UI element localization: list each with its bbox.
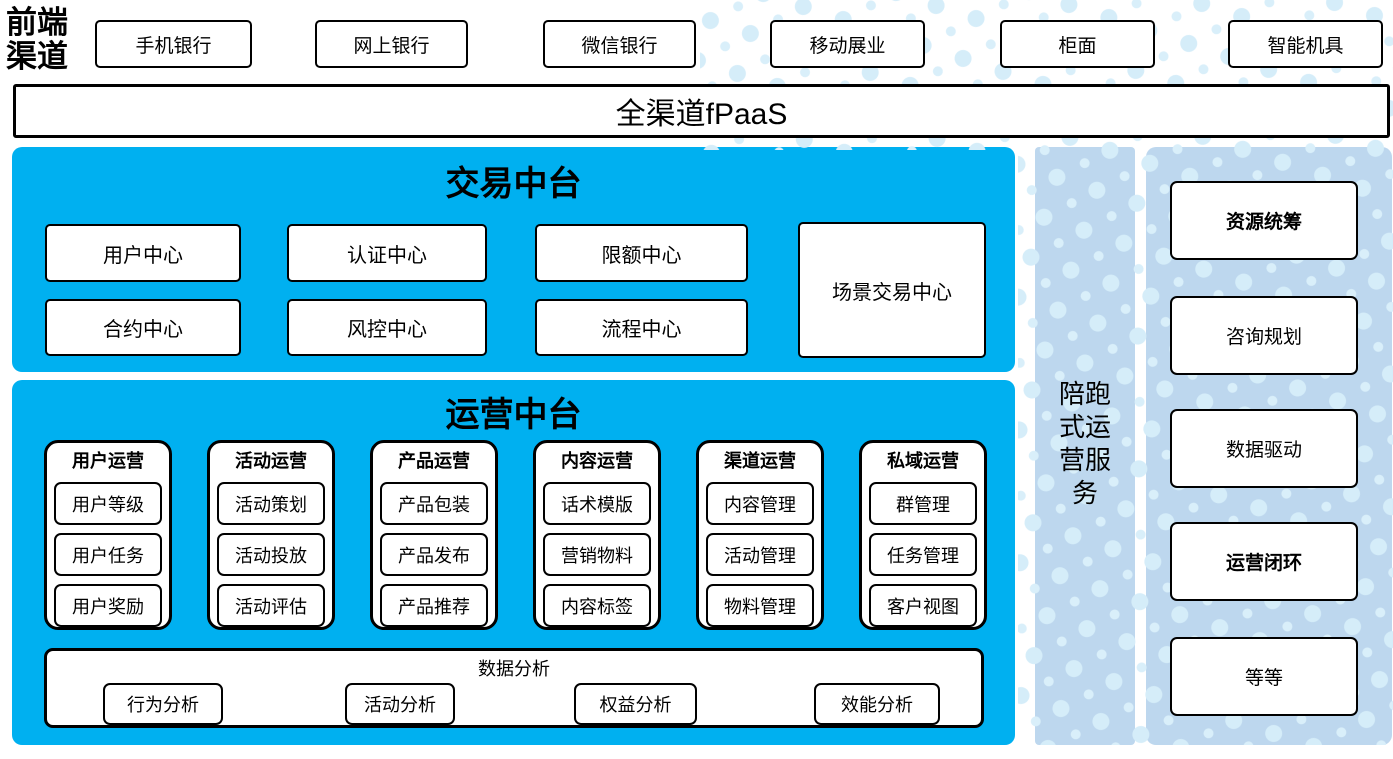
channel-box-online-bank: 网上银行 xyxy=(315,20,468,68)
analysis-item: 权益分析 xyxy=(574,683,697,725)
group-item: 活动管理 xyxy=(706,533,814,576)
right-panel-box-resource: 资源统筹 xyxy=(1170,181,1358,260)
trade-platform-title: 交易中台 xyxy=(445,166,582,203)
right-panel-box-data: 数据驱动 xyxy=(1170,409,1358,488)
fpaas-bar: 全渠道fPaaS xyxy=(13,84,1390,138)
trade-platform-panel: 交易中台 用户中心 认证中心 限额中心 合约中心 风控中心 流程中心 场景交易中… xyxy=(12,147,1015,372)
group-item: 用户奖励 xyxy=(54,584,162,627)
data-analysis-title: 数据分析 xyxy=(478,659,550,679)
group-item: 活动策划 xyxy=(217,482,325,525)
group-item: 物料管理 xyxy=(706,584,814,627)
trade-center-box: 认证中心 xyxy=(287,224,487,282)
group-item: 营销物料 xyxy=(543,533,651,576)
operation-platform-title: 运营中台 xyxy=(445,397,582,434)
group-item: 产品发布 xyxy=(380,533,488,576)
analysis-item: 效能分析 xyxy=(814,683,940,725)
service-bar-label: 陪跑式运营服务 xyxy=(1035,378,1135,510)
group-item: 用户等级 xyxy=(54,482,162,525)
group-item: 产品推荐 xyxy=(380,584,488,627)
group-item: 活动投放 xyxy=(217,533,325,576)
group-item: 用户任务 xyxy=(54,533,162,576)
group-title: 活动运营 xyxy=(235,451,307,471)
data-analysis-box: 数据分析 行为分析 活动分析 权益分析 效能分析 xyxy=(44,648,984,728)
right-panel-box-loop: 运营闭环 xyxy=(1170,522,1358,601)
trade-center-box: 用户中心 xyxy=(45,224,241,282)
group-title: 内容运营 xyxy=(561,451,633,471)
service-bar-text: 陪跑式运营服务 xyxy=(1058,379,1111,508)
trade-center-box: 合约中心 xyxy=(45,299,241,356)
operation-platform-panel: 运营中台 用户运营 用户等级 用户任务 用户奖励 活动运营 活动策划 活动投放 … xyxy=(12,380,1015,745)
group-item: 话术模版 xyxy=(543,482,651,525)
group-item: 客户视图 xyxy=(869,584,977,627)
analysis-item: 活动分析 xyxy=(345,683,455,725)
trade-center-box: 风控中心 xyxy=(287,299,487,356)
group-item: 内容标签 xyxy=(543,584,651,627)
front-channel-label: 前端渠道 xyxy=(6,5,68,74)
channel-box-mobile-bank: 手机银行 xyxy=(95,20,252,68)
group-title: 产品运营 xyxy=(398,451,470,471)
operation-group-user: 用户运营 用户等级 用户任务 用户奖励 xyxy=(44,440,172,630)
trade-center-box: 限额中心 xyxy=(535,224,748,282)
channel-box-smart-device: 智能机具 xyxy=(1228,20,1383,68)
operation-group-private: 私域运营 群管理 任务管理 客户视图 xyxy=(859,440,987,630)
right-panel-box-etc: 等等 xyxy=(1170,637,1358,716)
right-panel-box-consult: 咨询规划 xyxy=(1170,296,1358,375)
channel-box-wechat-bank: 微信银行 xyxy=(543,20,696,68)
group-item: 活动评估 xyxy=(217,584,325,627)
trade-center-box: 流程中心 xyxy=(535,299,748,356)
operation-group-product: 产品运营 产品包装 产品发布 产品推荐 xyxy=(370,440,498,630)
operation-group-channel: 渠道运营 内容管理 活动管理 物料管理 xyxy=(696,440,824,630)
group-item: 任务管理 xyxy=(869,533,977,576)
scene-trade-center-box: 场景交易中心 xyxy=(798,222,986,358)
group-item: 群管理 xyxy=(869,482,977,525)
group-title: 用户运营 xyxy=(72,451,144,471)
group-item: 产品包装 xyxy=(380,482,488,525)
operation-group-content: 内容运营 话术模版 营销物料 内容标签 xyxy=(533,440,661,630)
operation-group-activity: 活动运营 活动策划 活动投放 活动评估 xyxy=(207,440,335,630)
group-item: 内容管理 xyxy=(706,482,814,525)
group-title: 私域运营 xyxy=(887,451,959,471)
channel-box-counter: 柜面 xyxy=(1000,20,1155,68)
channel-box-mobile-sales: 移动展业 xyxy=(770,20,925,68)
analysis-item: 行为分析 xyxy=(103,683,223,725)
group-title: 渠道运营 xyxy=(724,451,796,471)
